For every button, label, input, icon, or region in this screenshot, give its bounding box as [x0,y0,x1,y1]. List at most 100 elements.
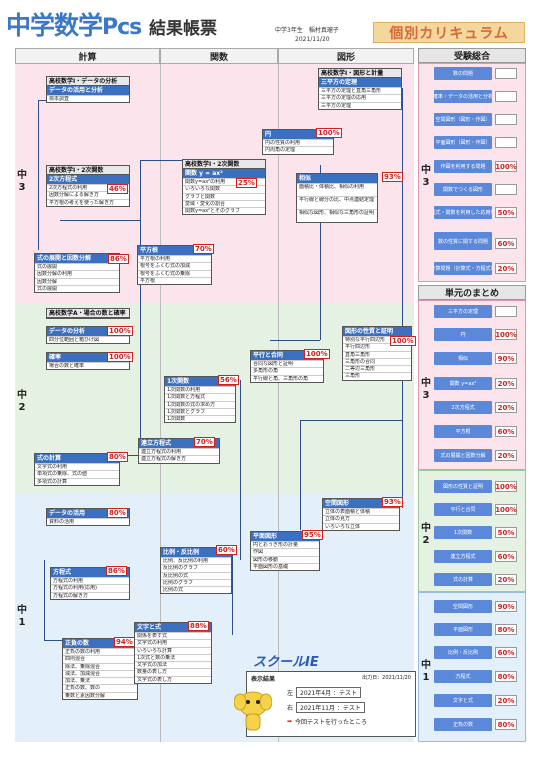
progress-badge: 100% [304,349,330,359]
card-expr-calc[interactable]: 式の計算 文字式の利用 単項式の乗除、式の値 多項式の計算 [34,453,120,486]
card-row: 場合の数と確率 [47,362,129,369]
card-row: 直角三角形 [343,350,411,358]
card-row: 作図 [251,548,319,555]
total-item[interactable]: 計算問題（計算式・方程式） [434,262,492,275]
card-row: 因数分解 [35,277,119,285]
total-item[interactable]: 数の性質に関する問題 [434,232,492,250]
connector-line [240,380,241,560]
card-space[interactable]: 空間図形 立体の表面積と体積 立体の見方 いろいろな立体 [322,498,400,531]
card-title: 図形の性質と証明 [343,327,411,336]
card-row: 1次関数 [165,415,235,422]
unit-item[interactable]: 空間図形 [434,600,492,613]
card-row: いろいろな立体 [323,522,399,530]
card-title: 確率 [47,353,129,362]
card-row: 平方根 [138,276,211,284]
unit-item[interactable]: 1次関数 [434,526,492,539]
unit-item[interactable]: 円 [434,328,492,341]
total-item[interactable]: 数の問題 [434,67,492,80]
card-row: 文字式の利用 [35,463,119,470]
card-row: 比例の式 [161,586,231,593]
unit-value: 100% [495,329,517,340]
card-row: 円周角の定理 [263,146,333,153]
total-value [495,91,517,102]
card-expand[interactable]: 式の展開と因数分解 式の展開 因数分解の利用 因数分解 式の展開 [34,253,120,294]
total-item[interactable]: 作図を利用する問題 [434,160,492,173]
card-congruent[interactable]: 図形の性質と証明 特別な平行四辺形 平行四辺形 直角三角形 三角形の合同 二等辺… [342,326,412,381]
card-data-analysis[interactable]: 高校数学Ⅰ・データの分析 データの活用と分析 標本調査 [46,76,130,104]
unit-item[interactable]: 正負の数 [434,718,492,731]
column-calc: 計算 [15,48,160,64]
card-row: 乗数と素因数分解 [63,691,137,699]
card-row: 方程式の利用 [51,577,129,584]
unit-item[interactable]: 連立方程式 [434,550,492,563]
card-row: 平行線と角、三角形の角 [251,374,323,382]
card-simul[interactable]: 連立方程式 連立方程式の利用 連立方程式の解き方 [138,438,220,464]
card-row: 三平方の定理の応用 [319,94,401,101]
card-row: 四分位範囲と箱ひげ図 [47,336,129,343]
total-item[interactable]: 空間図形（図形・作図） [434,113,492,126]
unit-item[interactable]: 平方根 [434,425,492,438]
total-item[interactable]: 平面図形（図形・作図） [434,136,492,149]
card-row: 平方根の考えを使った解き方 [47,198,129,206]
unit-item[interactable]: 2次方程式 [434,401,492,414]
progress-badge: 93% [382,497,403,507]
card-row: 変域・変化の割合 [183,199,265,207]
card-signed[interactable]: 正負の数 正負の数の利用 四則混合 除法、乗除混合 減法、加減混合 加法、乗法 … [62,638,138,701]
total-value [495,137,517,148]
unit-item[interactable]: 文字と式 [434,694,492,707]
connector-line [402,88,403,508]
card-letters[interactable]: 文字と式 関係を表す式 文字式の利用 いろいろな計算 1次式と数の乗法 文字式の… [134,622,212,685]
progress-badge: 56% [218,375,239,385]
card-row: 根号をふくむ式の乗除 [138,269,211,277]
card-prob-hs[interactable]: 高校数学A・場合の数と確率 [46,308,130,319]
unit-value: 20% [495,574,517,585]
card-title: 式の展開と因数分解 [35,254,119,263]
card-title: 平行と合同 [251,351,323,360]
progress-badge: 80% [107,452,128,462]
unit-item[interactable]: 式の展開と因数分解 [434,449,492,462]
unit-item[interactable]: 関数 y=ax² [434,377,492,390]
card-row: 単項式の乗除、式の値 [35,470,119,477]
card-row: 二等辺三角形 [343,365,411,372]
progress-badge: 88% [188,621,209,631]
card-fig-measure[interactable]: 高校数学Ⅰ・図形と計量 三平方の定理 三平方の定理と直角三角形 三平方の定理の応… [318,68,402,110]
card-title: 高校数学A・場合の数と確率 [47,309,129,318]
card-row: 加法、乗法 [63,677,137,684]
unit-item[interactable]: 相似 [434,352,492,365]
card-row: 相似な図形、相似な三角形の証明 [297,209,377,222]
unit-item[interactable]: 三平方の定理 [434,305,492,318]
unit-item[interactable]: 平面図形 [434,623,492,636]
card-row: 式の展開 [35,263,119,270]
unit-value: 20% [495,450,517,461]
card-row: 式の展開 [35,284,119,292]
card-proportion[interactable]: 比例・反比例 比例、反比例の利用 反比例のグラフ 反比例の式 比例のグラフ 比例… [160,547,232,595]
unit-item[interactable]: 方程式 [434,670,492,683]
card-row: 標本調査 [47,95,129,102]
col-divider-1 [160,64,161,742]
unit-section-g1 [418,592,526,742]
card-row: 三平方の定理と直角三角形 [319,87,401,94]
card-circle[interactable]: 円 円の性質の利用 円周角の定理 [262,129,334,155]
total-value [495,68,517,79]
total-item[interactable]: 関数でつくる図形 [434,183,492,196]
unit-item[interactable]: 式の計算 [434,573,492,586]
card-title: 平方根 [138,246,211,255]
unit-value: 80% [495,624,517,635]
total-item[interactable]: 確率・データの活用と分析 [434,90,492,103]
unit-value: 50% [495,527,517,538]
card-equation[interactable]: 方程式 方程式の利用 方程式の利用(応用) 方程式の解き方 [50,567,130,600]
progress-badge: 70% [193,244,214,254]
card-row: 連立方程式の解き方 [139,455,219,462]
title-sub: 結果帳票 [149,19,217,39]
unit-item[interactable]: 平行と合同 [434,503,492,516]
unit-item[interactable]: 比例・反比例 [434,646,492,659]
student-info: 中学3年生 稲村真瑠子 2021/11/20 [275,26,339,44]
total-item[interactable]: 方程式・関数を利用した応用問題 [434,206,492,219]
card-similar[interactable]: 相似 面積比・体積比、相似の利用 平行線と線分の比、中点連結定理 相似な図形、相… [296,173,378,223]
card-row: 特別な平行四辺形 [343,336,411,343]
connector-line [300,420,301,530]
unit-item[interactable]: 図形の性質と証明 [434,480,492,493]
card-row: 正負の数の利用 [63,648,137,655]
progress-badge: 25% [236,178,257,188]
progress-badge: 100% [107,326,133,336]
